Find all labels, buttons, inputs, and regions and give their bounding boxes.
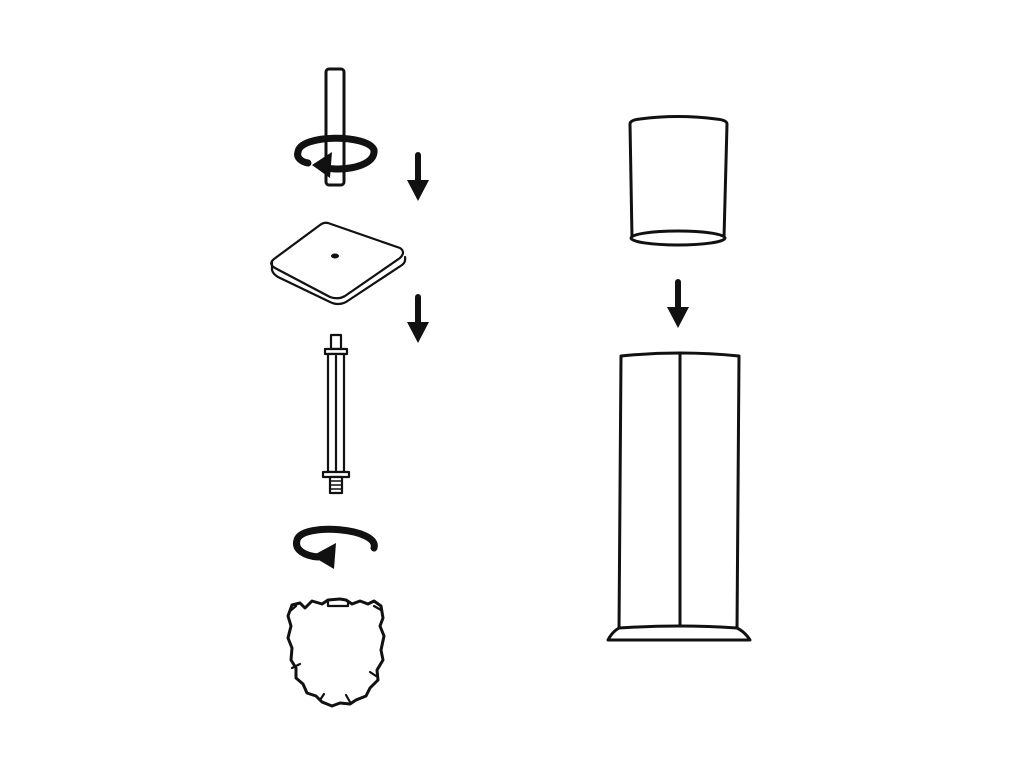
cylinder-insert <box>628 115 729 247</box>
threaded-rod <box>321 333 351 495</box>
square-plate <box>270 221 407 306</box>
arrow-down-icon <box>667 279 689 328</box>
arrow-down-icon <box>407 152 429 201</box>
rotate-counterclockwise-icon <box>294 134 378 178</box>
rotate-counterclockwise-icon <box>293 525 378 569</box>
arrow-down-icon <box>407 294 429 343</box>
brush-head <box>286 597 386 708</box>
cylinder-holder <box>606 351 752 642</box>
